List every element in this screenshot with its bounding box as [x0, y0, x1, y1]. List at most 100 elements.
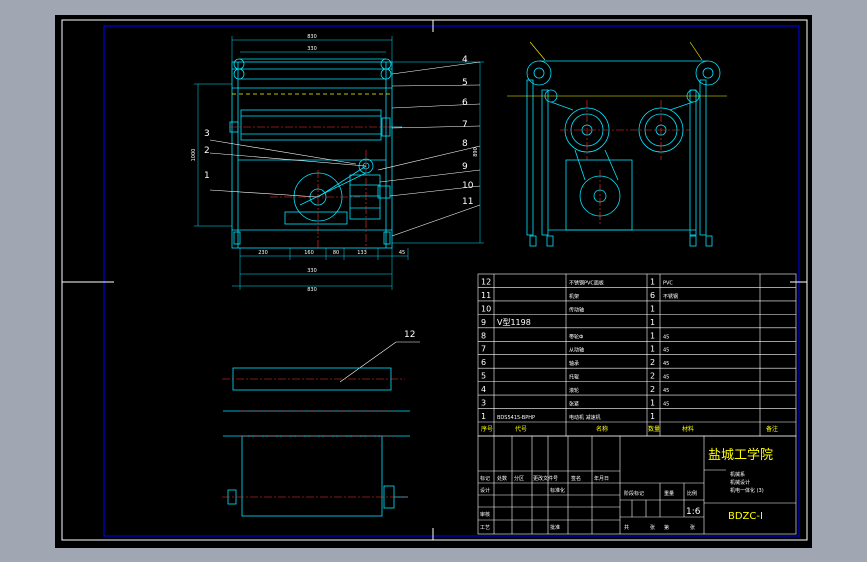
parts-row-qty: 6 [650, 291, 655, 300]
parts-row-qty: 2 [650, 372, 655, 381]
parts-row-name: 不锈钢PVC面板 [569, 279, 604, 286]
tb-label-sheet: 张 [690, 524, 695, 531]
dim-top-overall: 830 [307, 34, 317, 40]
parts-row-qty: 1 [650, 277, 655, 286]
tb-label-ratio: 比例 [687, 490, 697, 497]
parts-row-no: 3 [481, 399, 486, 408]
dept-line-2: 机械设计 [730, 479, 750, 486]
parts-row-qty: 1 [650, 412, 655, 421]
parts-row-name: 张紧 [569, 401, 579, 408]
callout-7: 7 [462, 120, 468, 130]
parts-row-material: PVC [663, 280, 673, 286]
parts-row-material: 45 [663, 334, 669, 340]
drawing-sheet [55, 15, 812, 548]
tb-label-mark: 标记 [480, 475, 490, 482]
parts-row-no: 9 [481, 318, 486, 327]
callout-2: 2 [204, 146, 210, 156]
parts-header-material: 材料 [682, 425, 694, 433]
parts-row-code: BDS5415-BPHP [497, 415, 535, 421]
tb-label-process: 工艺 [480, 525, 490, 531]
parts-row-material: 45 [663, 402, 669, 408]
callout-4: 4 [462, 55, 468, 65]
parts-row-qty: 1 [650, 304, 655, 313]
front-dimensions [194, 36, 484, 290]
parts-row-name: 托辊 [569, 374, 579, 381]
parts-header-qty: 数量 [648, 425, 660, 433]
parts-row-name: 轴承 [569, 360, 579, 367]
tb-label-total: 共 [624, 524, 629, 531]
callout-11: 11 [462, 197, 473, 207]
dim-bottom-seg-3: 80 [333, 250, 339, 256]
callout-1: 1 [204, 171, 210, 181]
parts-row-code: V型1198 [497, 318, 531, 327]
callout-3: 3 [204, 129, 210, 139]
dim-top-inner: 330 [307, 46, 317, 52]
dept-line-3: 机电一体化 (3) [730, 487, 764, 494]
callout-8: 8 [462, 139, 468, 149]
dim-bottom-seg-5: 45 [399, 250, 405, 256]
dim-bottom-overall: 830 [307, 287, 317, 293]
parts-row-name: 带轮Ф [569, 333, 584, 340]
callout-leaders [209, 61, 481, 383]
scale-value: 1:6 [686, 507, 701, 517]
tb-label-docno: 更改文件号 [533, 475, 558, 482]
tb-label-approve: 批准 [550, 524, 560, 531]
parts-row-no: 1 [481, 412, 486, 421]
parts-row-material: 45 [663, 348, 669, 354]
dim-bottom-inner: 330 [307, 268, 317, 274]
parts-row-qty: 2 [650, 358, 655, 367]
parts-row-material: 45 [663, 375, 669, 381]
parts-row-name: 电动机 减速机 [569, 414, 601, 421]
tb-label-sheet-of: 张 [650, 524, 655, 531]
parts-row-name: 机架 [569, 293, 579, 300]
top-view-centerlines [222, 378, 408, 498]
parts-row-name: 传动轴 [569, 306, 584, 313]
parts-row-no: 8 [481, 331, 486, 340]
drawing-code: BDZC-I [728, 511, 763, 522]
parts-row-no: 5 [481, 372, 486, 381]
parts-row-material: 45 [663, 388, 669, 394]
callout-9: 9 [462, 162, 468, 172]
tb-label-design: 设计 [480, 487, 490, 494]
tb-label-sign: 签名 [571, 475, 581, 482]
parts-row-no: 7 [481, 345, 486, 354]
dim-left-height: 1000 [191, 149, 197, 162]
tb-label-date: 年月日 [594, 475, 609, 482]
tb-label-standard: 标准化 [550, 487, 565, 494]
outer-frame [61, 19, 808, 541]
parts-row-qty: 1 [650, 331, 655, 340]
inner-frame [103, 25, 800, 537]
parts-row-no: 12 [481, 277, 491, 286]
parts-header-note: 备注 [766, 425, 778, 433]
tb-label-weight: 重量 [664, 490, 674, 497]
dim-bottom-seg-4: 133 [357, 250, 367, 256]
parts-header-code: 代号 [515, 425, 527, 433]
parts-row-no: 4 [481, 385, 486, 394]
tb-label-page: 第 [664, 524, 669, 531]
parts-row-material: 不锈钢 [663, 293, 678, 300]
parts-row-name: 滚轮 [569, 387, 579, 394]
dim-bottom-seg-2: 160 [304, 250, 314, 256]
side-view-centerlines [560, 100, 690, 225]
tb-label-zone: 分区 [514, 475, 524, 482]
parts-row-qty: 1 [650, 318, 655, 327]
title-block-grid [477, 435, 797, 535]
school-name: 盐城工学院 [708, 447, 773, 463]
callout-6: 6 [462, 98, 468, 108]
parts-row-material: 45 [663, 361, 669, 367]
parts-row-qty: 1 [650, 399, 655, 408]
tb-label-review: 审核 [480, 511, 490, 518]
callout-10: 10 [462, 181, 474, 191]
parts-header-name: 名称 [596, 425, 608, 433]
dim-right-height: 890 [473, 147, 479, 157]
tb-label-stage: 阶段标记 [624, 490, 644, 497]
callout-5: 5 [462, 78, 468, 88]
tb-label-count: 处数 [497, 475, 507, 482]
side-view-extents [507, 41, 727, 97]
parts-row-no: 6 [481, 358, 486, 367]
parts-row-no: 11 [481, 291, 491, 300]
callout-12: 12 [404, 330, 415, 340]
parts-row-qty: 2 [650, 385, 655, 394]
